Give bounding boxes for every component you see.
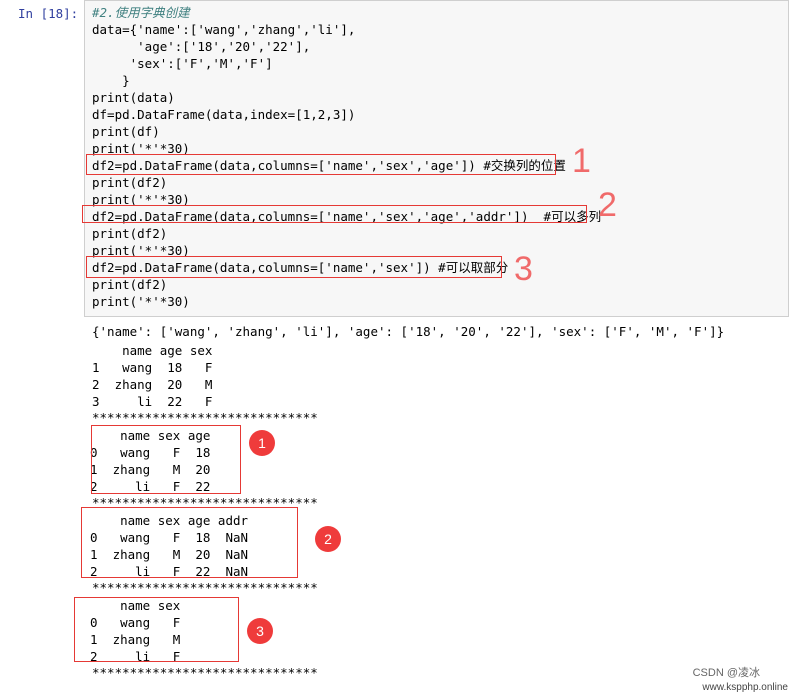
output-line: 2 li F 22 NaN [90,564,249,579]
output-line: ****************************** [92,410,318,425]
hand-number-3: 3 [514,250,533,288]
code-line: df=pd.DataFrame(data,index=[1,2,3]) [92,107,356,122]
code-line: print(df) [92,124,160,139]
code-line: print('*'*30) [92,141,190,156]
output-line: 2 zhang 20 M [92,377,213,392]
output-line: 1 zhang M 20 [90,462,211,477]
output-line: {'name': ['wang', 'zhang', 'li'], 'age':… [92,324,725,339]
code-line: df2=pd.DataFrame(data,columns=['name','s… [92,260,509,275]
code-line: print(df2) [92,277,168,292]
code-line: 'sex':['F','M','F'] [92,56,273,71]
output-line: 3 li 22 F [92,394,213,409]
output-line: 1 zhang M 20 NaN [90,547,249,562]
highlight-box-output-1 [91,425,241,494]
code-line: df2=pd.DataFrame(data,columns=['name','s… [92,158,566,173]
output-line: 0 wang F 18 [90,445,211,460]
hand-number-1: 1 [572,142,591,180]
cell-prompt: In [18]: [18,6,79,21]
highlight-box-output-3 [74,597,239,662]
code-line: } [92,73,130,88]
badge-2: 2 [315,526,341,552]
badge-1: 1 [249,430,275,456]
code-line: #2.使用字典创建 [92,5,190,20]
output-line: name sex age addr [90,513,249,528]
watermark-csdn: CSDN @凌冰 [692,667,760,679]
code-line: print(df2) [92,226,168,241]
highlight-box-code-1 [86,154,556,175]
highlight-box-code-2 [82,205,587,223]
hand-number-2: 2 [598,186,617,224]
code-line: 'age':['18','20','22'], [92,39,311,54]
code-line: print('*'*30) [92,192,190,207]
output-line: 2 li F 22 [90,479,211,494]
output-line: 0 wang F [90,615,181,630]
code-line: print(df2) [92,175,168,190]
code-cell-input[interactable] [84,0,789,317]
output-line: ****************************** [92,665,318,680]
output-line: name sex [90,598,181,613]
output-line: name age sex [92,343,213,358]
code-line: print('*'*30) [92,243,190,258]
highlight-box-output-2 [81,507,298,578]
badge-3: 3 [247,618,273,644]
code-line: print(data) [92,90,175,105]
output-line: ****************************** [92,495,318,510]
output-line: 1 wang 18 F [92,360,213,375]
code-line: print('*'*30) [92,294,190,309]
watermark-site: www.kspphp.online [702,682,788,693]
output-line: 1 zhang M [90,632,181,647]
output-line: name sex age [90,428,211,443]
output-line: ****************************** [92,580,318,595]
output-line: 2 li F [90,649,181,664]
output-line: 0 wang F 18 NaN [90,530,249,545]
code-line: data={'name':['wang','zhang','li'], [92,22,356,37]
highlight-box-code-3 [86,256,502,278]
